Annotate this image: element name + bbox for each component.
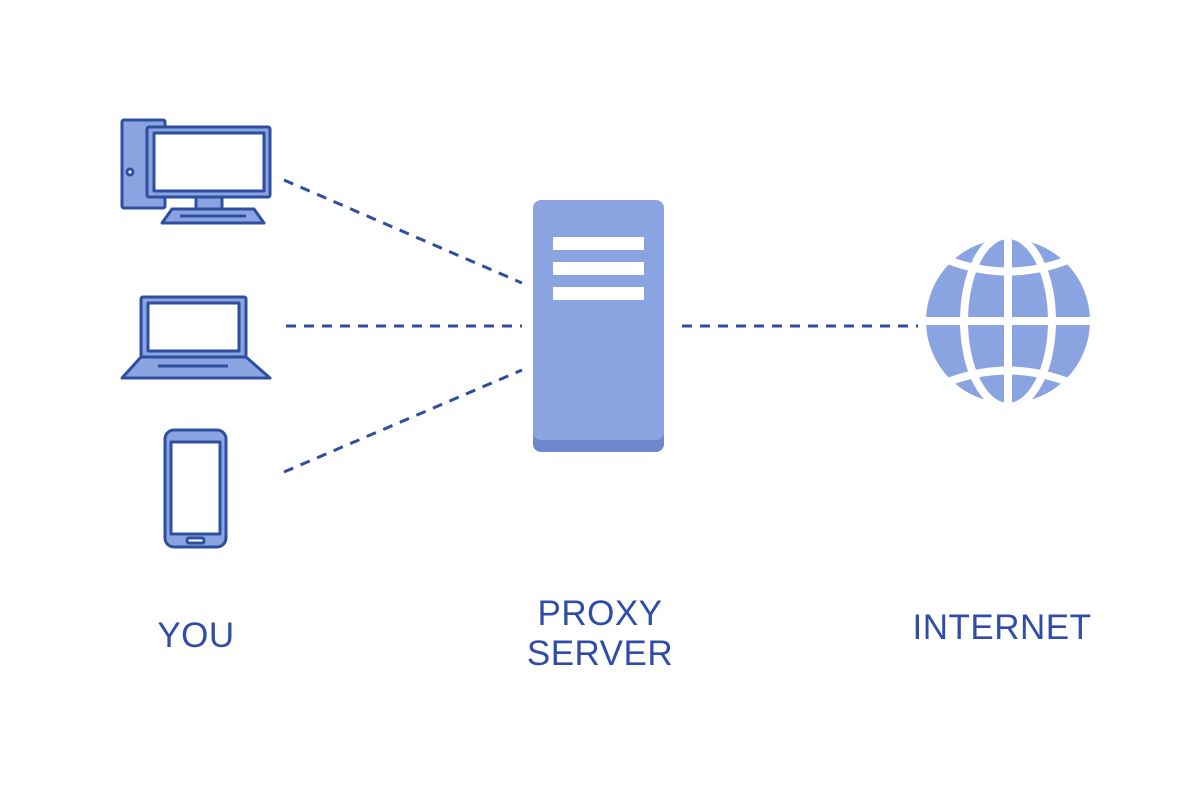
connector-phone-to-proxy <box>283 368 523 474</box>
desktop-computer-icon <box>120 118 272 225</box>
label-proxy-line-2: SERVER <box>526 634 674 673</box>
label-internet: INTERNET <box>912 608 1092 647</box>
label-proxy-server: PROXY SERVER <box>500 594 700 674</box>
globe-icon <box>918 231 1098 411</box>
label-proxy-line-1: PROXY <box>537 594 663 633</box>
connectors <box>283 178 918 474</box>
server-icon <box>533 200 664 452</box>
connector-desktop-to-proxy <box>283 178 523 285</box>
smartphone-icon <box>163 428 228 549</box>
label-you: YOU <box>157 616 235 655</box>
laptop-icon <box>120 295 272 380</box>
